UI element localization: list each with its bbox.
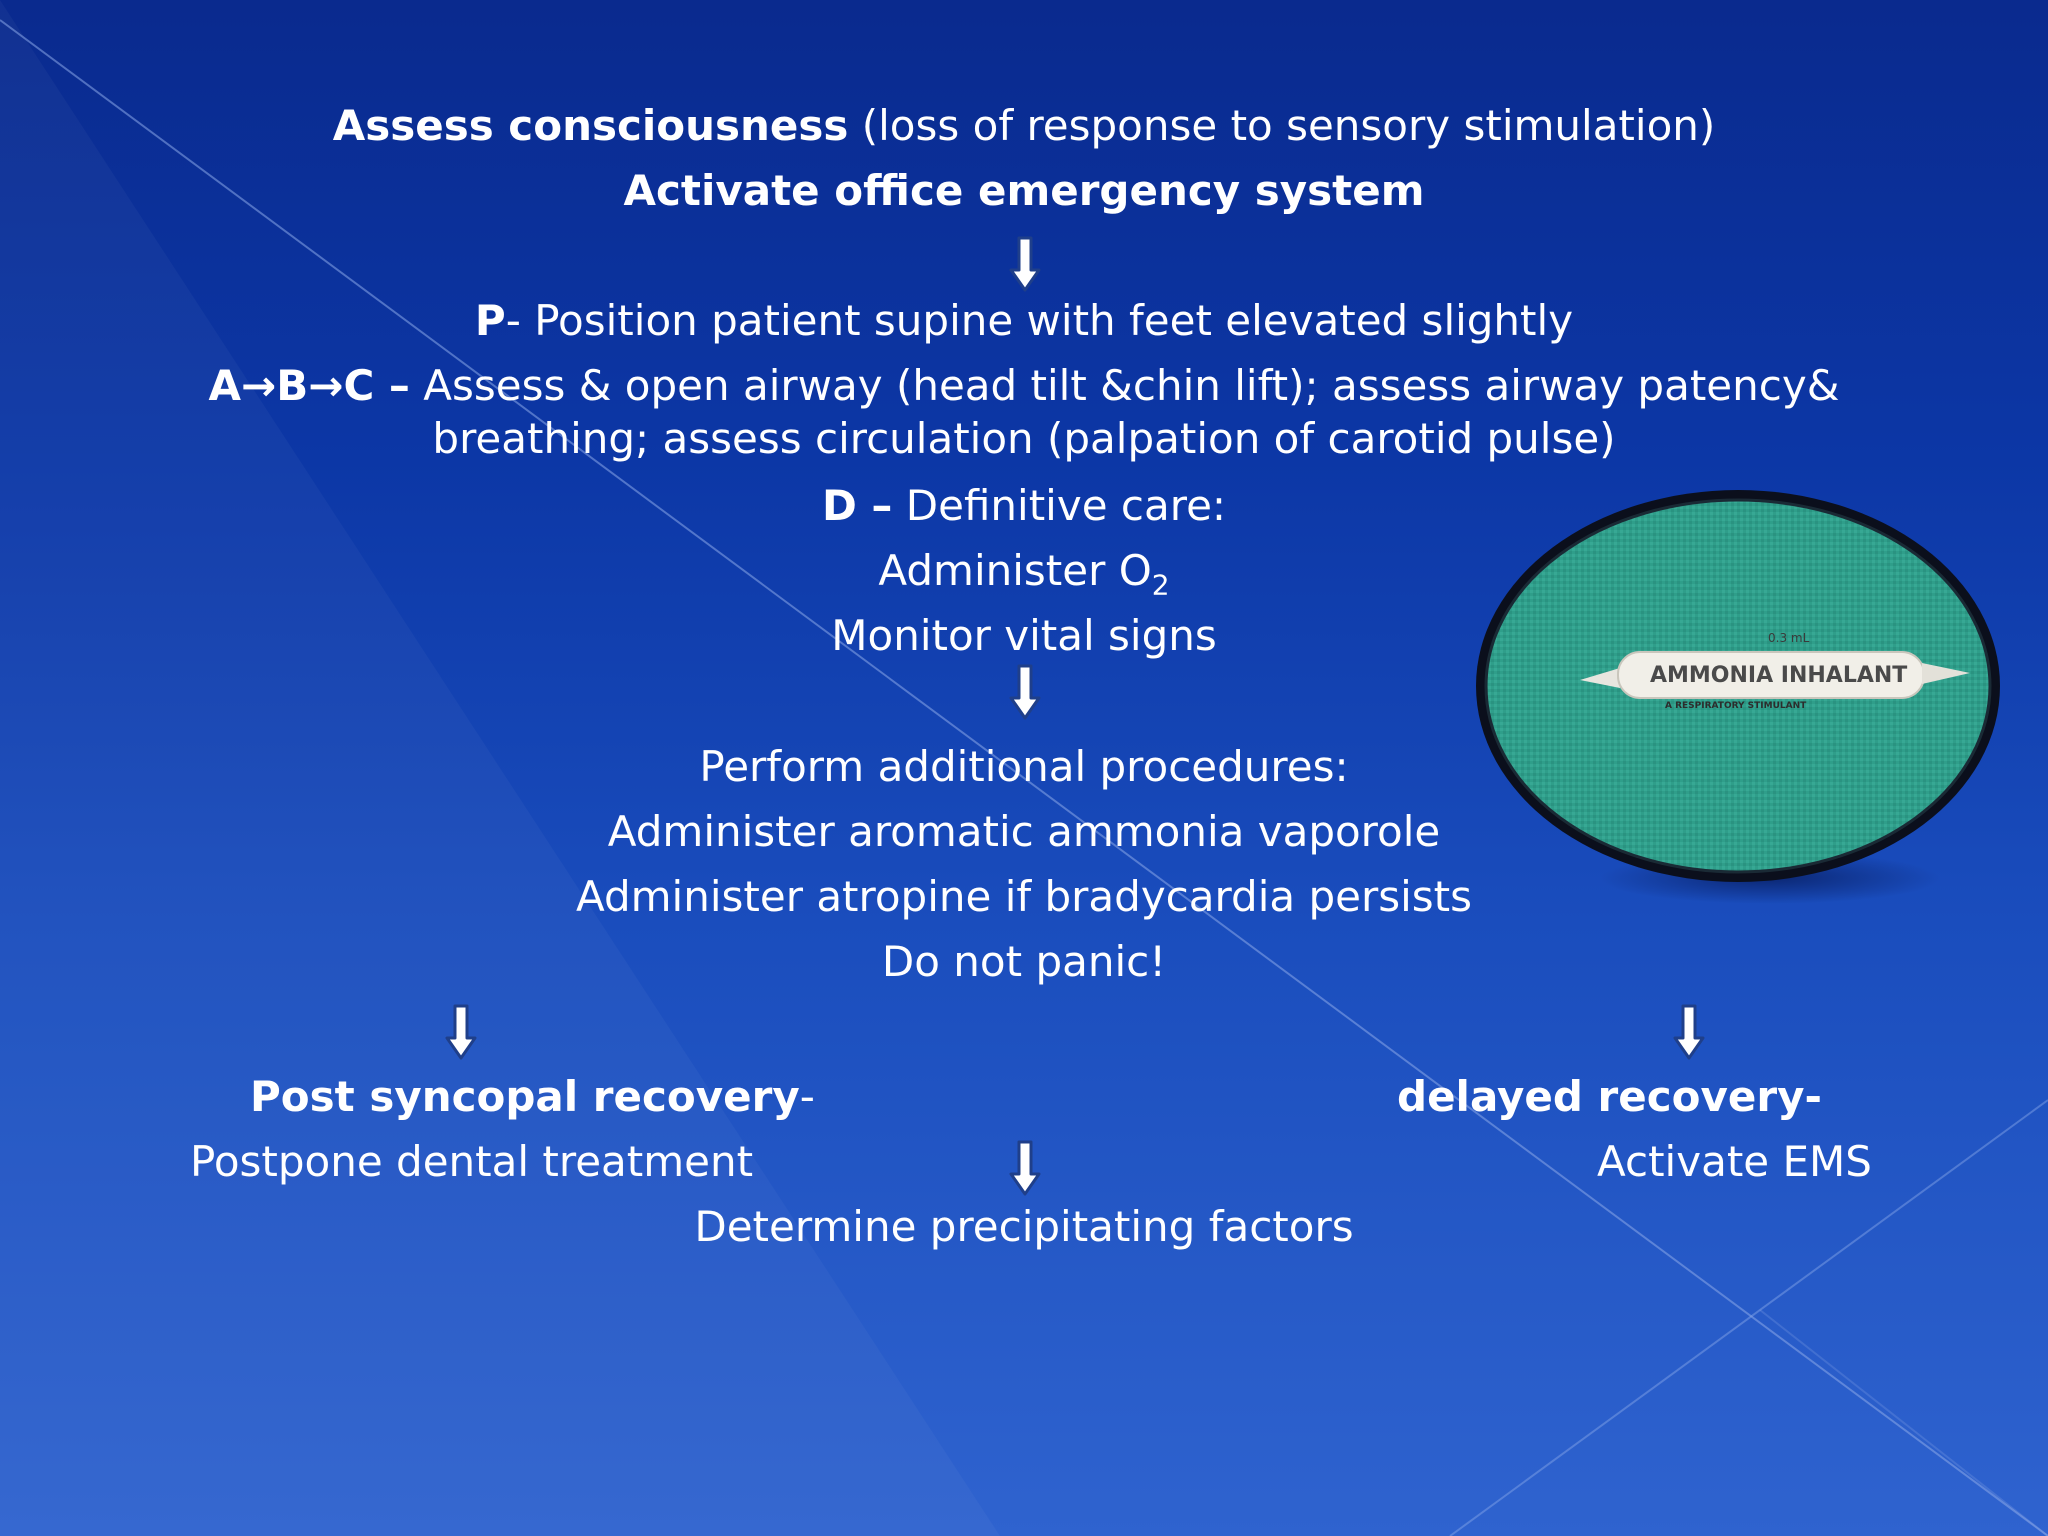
monitor-vital-signs-line: Monitor vital signs <box>831 611 1217 660</box>
ammonia-ampule: 0.3 mL AMMONIA INHALANT A RESPIRATORY ST… <box>1580 631 1970 711</box>
assess-consciousness-line: Assess consciousness (loss of response t… <box>332 101 1716 150</box>
postpone-dental-treatment-text: Postpone dental treatment <box>190 1137 754 1186</box>
abc-assess-line-2: breathing; assess circulation (palpation… <box>432 414 1616 463</box>
down-arrow-icon <box>1673 1004 1705 1060</box>
administer-o2-line: Administer O2 <box>878 546 1170 602</box>
abc-assess-line: A→B→C – Assess & open airway (head tilt … <box>208 361 1840 410</box>
down-arrow-icon <box>445 1004 477 1060</box>
down-arrow-icon <box>1009 236 1041 292</box>
atropine-line: Administer atropine if bradycardia persi… <box>575 872 1473 921</box>
post-syncopal-recovery-label: Post syncopal recovery- <box>250 1072 815 1121</box>
down-arrow-icon <box>1009 1140 1041 1196</box>
definitive-care-line: D – Definitive care: <box>821 481 1227 530</box>
activate-ems-text: Activate EMS <box>1597 1137 1872 1186</box>
additional-procedures-line: Perform additional procedures: <box>699 742 1349 791</box>
position-patient-line: P- Position patient supine with feet ele… <box>474 296 1574 345</box>
ampule-sub-label: A RESPIRATORY STIMULANT <box>1665 701 1807 711</box>
delayed-recovery-label: delayed recovery- <box>1397 1072 1822 1121</box>
activate-office-emergency-line: Activate office emergency system <box>623 166 1425 215</box>
ampule-main-label: AMMONIA INHALANT <box>1650 663 1907 688</box>
down-arrow-icon <box>1009 664 1041 720</box>
ampule-volume-label: 0.3 mL <box>1768 631 1810 645</box>
ammonia-inhalant-photo: 0.3 mL AMMONIA INHALANT A RESPIRATORY ST… <box>1476 490 2000 904</box>
determine-precipitating-factors-line: Determine precipitating factors <box>694 1202 1354 1251</box>
ammonia-vaporole-line: Administer aromatic ammonia vaporole <box>607 807 1441 856</box>
do-not-panic-line: Do not panic! <box>881 937 1167 986</box>
